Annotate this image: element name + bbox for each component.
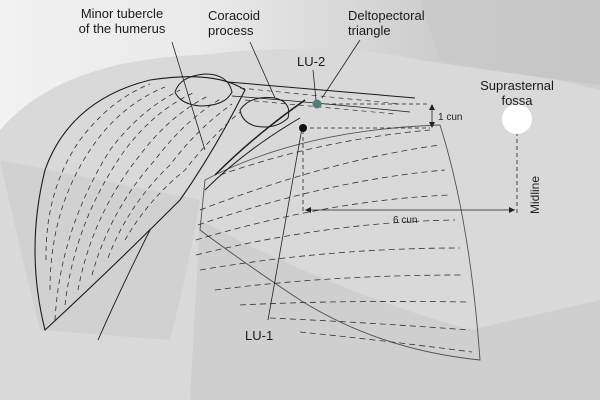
leader-lines bbox=[171, 39, 361, 321]
minor-tubercle-line-2: of the humerus bbox=[78, 21, 166, 36]
deltopectoral-groove-lower bbox=[204, 117, 301, 191]
suprasternal-fossa-marker bbox=[502, 104, 532, 134]
neck-shading bbox=[420, 0, 600, 90]
leader-deltopectoral bbox=[321, 39, 361, 99]
deltoid-muscle-outline bbox=[34, 76, 246, 332]
chest-shading bbox=[190, 220, 600, 400]
leader-minor-tubercle bbox=[171, 41, 206, 151]
suprasternal-line-2: fossa bbox=[501, 93, 533, 108]
six-cun-label: 6 cun bbox=[393, 215, 418, 226]
pectoral-outline bbox=[199, 124, 481, 361]
midline-label: Midline bbox=[528, 175, 542, 214]
coracoid-outline bbox=[239, 97, 290, 128]
suprasternal-label: Suprasternal fossa bbox=[462, 78, 572, 108]
lu1-label: LU-1 bbox=[245, 328, 274, 343]
deltopectoral-groove bbox=[214, 99, 306, 176]
measurement-lines bbox=[302, 103, 518, 213]
leader-lu1 bbox=[267, 127, 303, 321]
deltopectoral-line-2: triangle bbox=[348, 23, 391, 38]
clavicle-outline bbox=[227, 81, 416, 99]
suprasternal-line-1: Suprasternal bbox=[480, 78, 554, 93]
coracoid-label: Coracoid process bbox=[208, 8, 260, 38]
deltopectoral-label: Deltopectoral triangle bbox=[348, 8, 425, 38]
deltopectoral-line-1: Deltopectoral bbox=[348, 8, 425, 23]
pectoral-fibers bbox=[195, 129, 473, 353]
coracoid-line-1: Coracoid bbox=[208, 8, 261, 23]
coracoid-line-2: process bbox=[208, 23, 254, 38]
deltoid-fibers bbox=[45, 83, 241, 321]
one-cun-label: 1 cun bbox=[438, 112, 463, 123]
leader-coracoid bbox=[249, 41, 276, 99]
minor-tubercle-line-1: Minor tubercle bbox=[80, 6, 164, 21]
humerus-head bbox=[174, 73, 233, 107]
arm-shadow bbox=[0, 160, 200, 340]
lu2-label: LU-2 bbox=[297, 54, 326, 69]
lu1-point bbox=[299, 124, 307, 132]
minor-tubercle-label: Minor tubercle of the humerus bbox=[56, 6, 188, 36]
leader-lu2 bbox=[312, 69, 317, 101]
arm-boundary bbox=[97, 229, 151, 341]
lu2-point bbox=[312, 99, 322, 109]
